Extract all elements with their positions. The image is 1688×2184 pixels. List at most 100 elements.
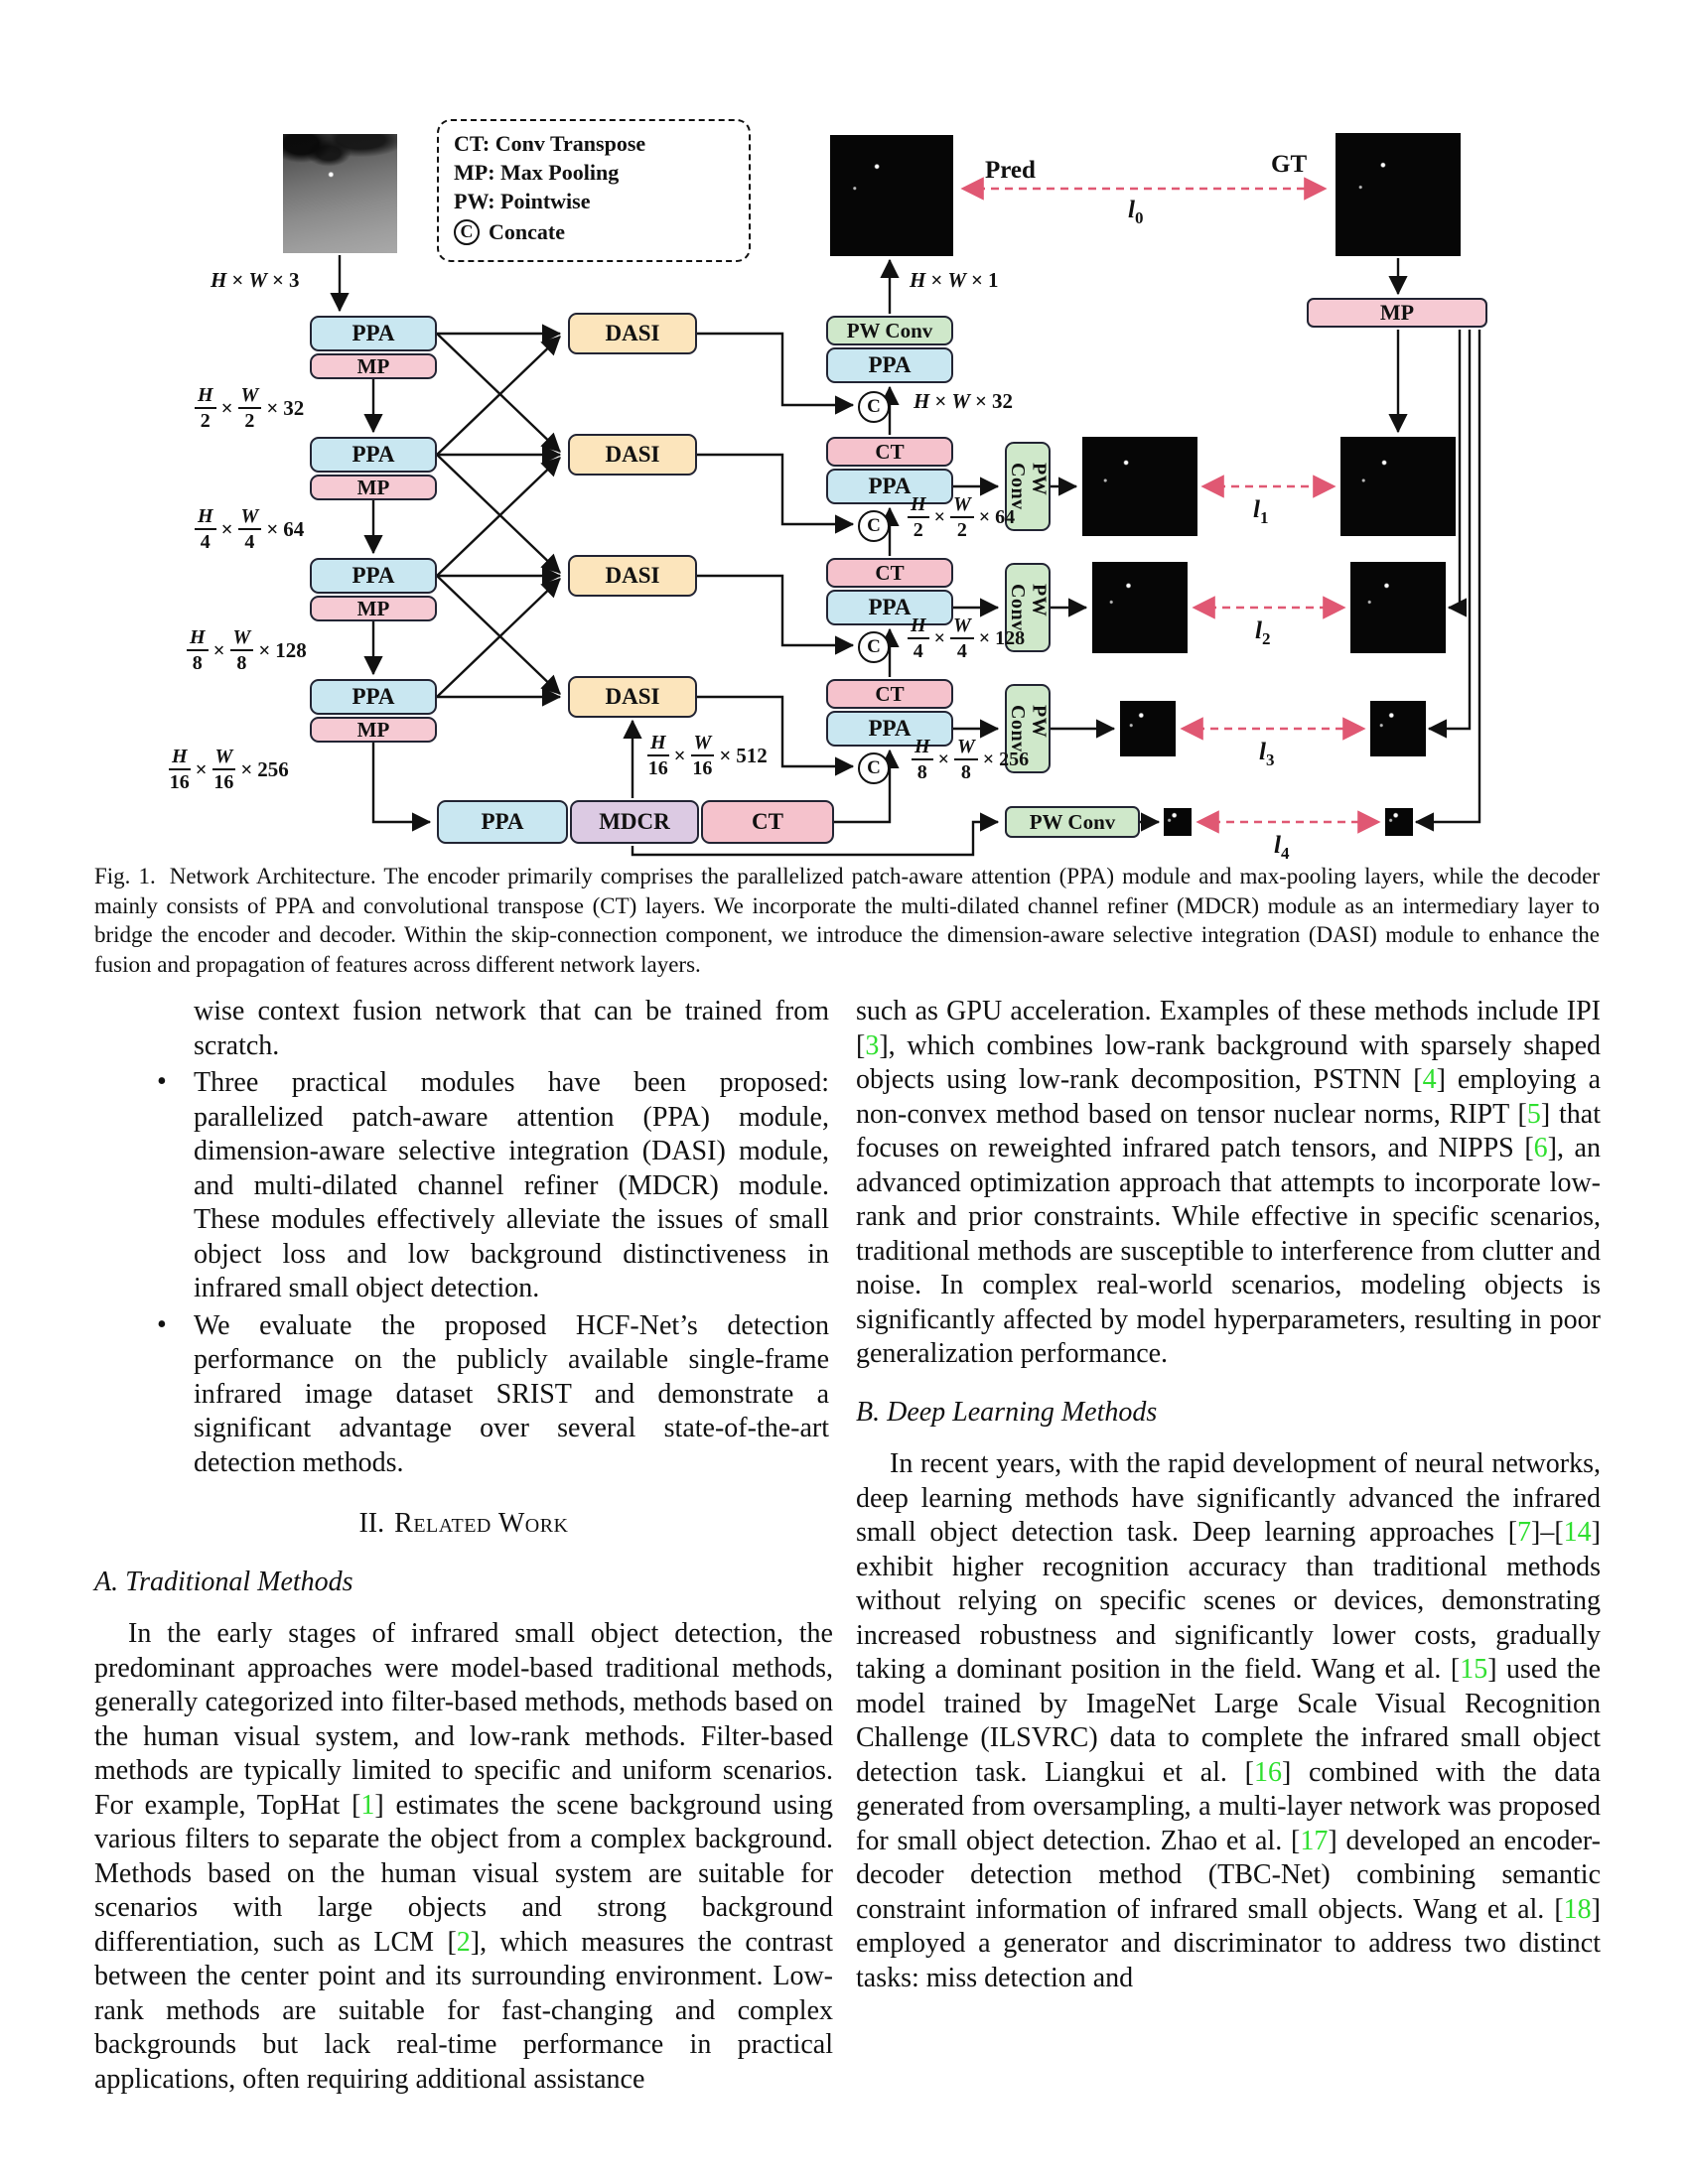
left-column: wise context fusion network that can be … [94,995,833,2097]
loss-symbol: l [1255,617,1262,644]
encoder-mp-1: MP [310,353,437,379]
loss-sub: 3 [1265,751,1275,769]
decoder-ppa-2: PPA [826,590,953,625]
citation-link[interactable]: 7 [1517,1517,1532,1548]
citation-link[interactable]: 17 [1300,1825,1329,1856]
encoder-ppa-2: PPA [310,437,437,473]
input-infrared-image [283,134,397,253]
encoder-mp-3: MP [310,596,437,621]
loss-symbol: l [1274,832,1281,859]
gt-mask-l4 [1385,808,1413,836]
right-column: such as GPU acceleration. Examples of th… [856,995,1601,1995]
encoder-mp-2: MP [310,475,437,500]
concat-icon: C [454,218,480,245]
decoder-pwconv-top: PW Conv [826,316,953,345]
loss-sub: 4 [1280,844,1290,863]
citation-link[interactable]: 14 [1563,1517,1592,1548]
pred-mask-l4 [1164,808,1192,836]
pred-label: Pred [985,157,1036,184]
dasi-3: DASI [568,555,697,597]
dim-input: H×W×3 [211,268,300,292]
gt-mask-l3 [1370,701,1426,756]
encoder-ppa-3: PPA [310,558,437,594]
pred-mask-image [830,135,953,256]
pred-mask-l1 [1082,437,1197,536]
dasi-2: DASI [568,434,697,476]
dim-out: H×W×1 [910,268,999,292]
figure-caption: Fig. 1.Network Architecture. The encoder… [94,862,1600,979]
citation-link[interactable]: 15 [1460,1654,1488,1685]
legend-item-concat: C Concate [454,217,749,246]
loss-sub: 1 [1259,508,1269,527]
figure-arrows [330,177,1481,857]
solid-flow-arrows [330,255,1481,857]
decoder-ct-2: CT [826,558,953,588]
contribution-list: wise context fusion network that can be … [157,995,829,1481]
encoder-ppa-4: PPA [310,679,437,715]
mdcr-module: MDCR [570,800,699,844]
subsection-heading-traditional-methods: A. Traditional Methods [94,1566,353,1597]
gt-maxpool: MP [1307,298,1487,328]
paragraph-traditional-continued: such as GPU acceleration. Examples of th… [856,996,1601,1369]
loss-sub: 0 [1134,208,1144,227]
section-title: Related Work [394,1508,569,1539]
pred-mask-l2 [1092,562,1188,653]
encoder-mp-4: MP [310,717,437,743]
list-item: wise context fusion network that can be … [194,996,829,1061]
loss-label-l3: l3 [1259,739,1274,770]
figure-caption-tag: Fig. 1. [94,864,156,888]
gt-mask-l2 [1350,562,1446,653]
loss-label-l4: l4 [1274,832,1289,864]
pwconv-vertical-2: PW Conv [1005,563,1051,652]
citation-link[interactable]: 16 [1253,1756,1282,1788]
dasi-4: DASI [568,676,697,718]
pred-mask-l3 [1120,701,1176,756]
bridge-ppa: PPA [437,800,568,844]
citation-link[interactable]: 1 [360,1789,375,1821]
citation-link[interactable]: 18 [1563,1893,1592,1925]
list-item: We evaluate the proposed HCF-Net’s detec… [157,1308,829,1481]
legend-box: CT: Conv Transpose MP: Max Pooling PW: P… [437,119,751,262]
concat-node-3: C [858,631,890,663]
loss-label-l2: l2 [1255,617,1270,649]
dasi-1: DASI [568,313,697,354]
concat-node-2: C [858,510,890,542]
citation-link[interactable]: 2 [456,1926,471,1958]
loss-label-l1: l1 [1253,496,1268,528]
loss-symbol: l [1253,496,1260,523]
paragraph-traditional-methods: In the early stages of infrared small ob… [94,1618,833,2095]
list-item: Three practical modules have been propos… [157,1065,829,1306]
loss-label-l0: l0 [1128,197,1143,228]
bridge-ct: CT [701,800,834,844]
citation-link[interactable]: 5 [1526,1098,1541,1130]
decoder-ppa-top: PPA [826,347,953,383]
loss-symbol: l [1128,197,1135,223]
loss-sub: 2 [1261,629,1271,648]
legend-concat-label: Concate [489,219,565,244]
gt-label: GT [1271,151,1308,178]
legend-item-mp: MP: Max Pooling [454,160,620,185]
citation-link[interactable]: 3 [865,1029,880,1061]
subsection-heading-deep-learning-methods: B. Deep Learning Methods [856,1396,1158,1428]
decoder-ct-3: CT [826,679,953,709]
pwconv-vertical-3: PW Conv [1005,684,1051,773]
figure-caption-text: Network Architecture. The encoder primar… [94,864,1600,977]
citation-link[interactable]: 4 [1422,1064,1437,1095]
pwconv-vertical-1: PW Conv [1005,442,1051,531]
concat-node-1: C [858,391,890,423]
gt-mask-image [1336,133,1461,256]
loss-symbol: l [1259,739,1266,765]
section-number: II. [358,1508,385,1539]
legend-item-pw: PW: Pointwise [454,189,591,213]
citation-link[interactable]: 6 [1533,1133,1548,1163]
loss-dashed-arrows [960,177,1381,834]
decoder-ct-1: CT [826,437,953,467]
